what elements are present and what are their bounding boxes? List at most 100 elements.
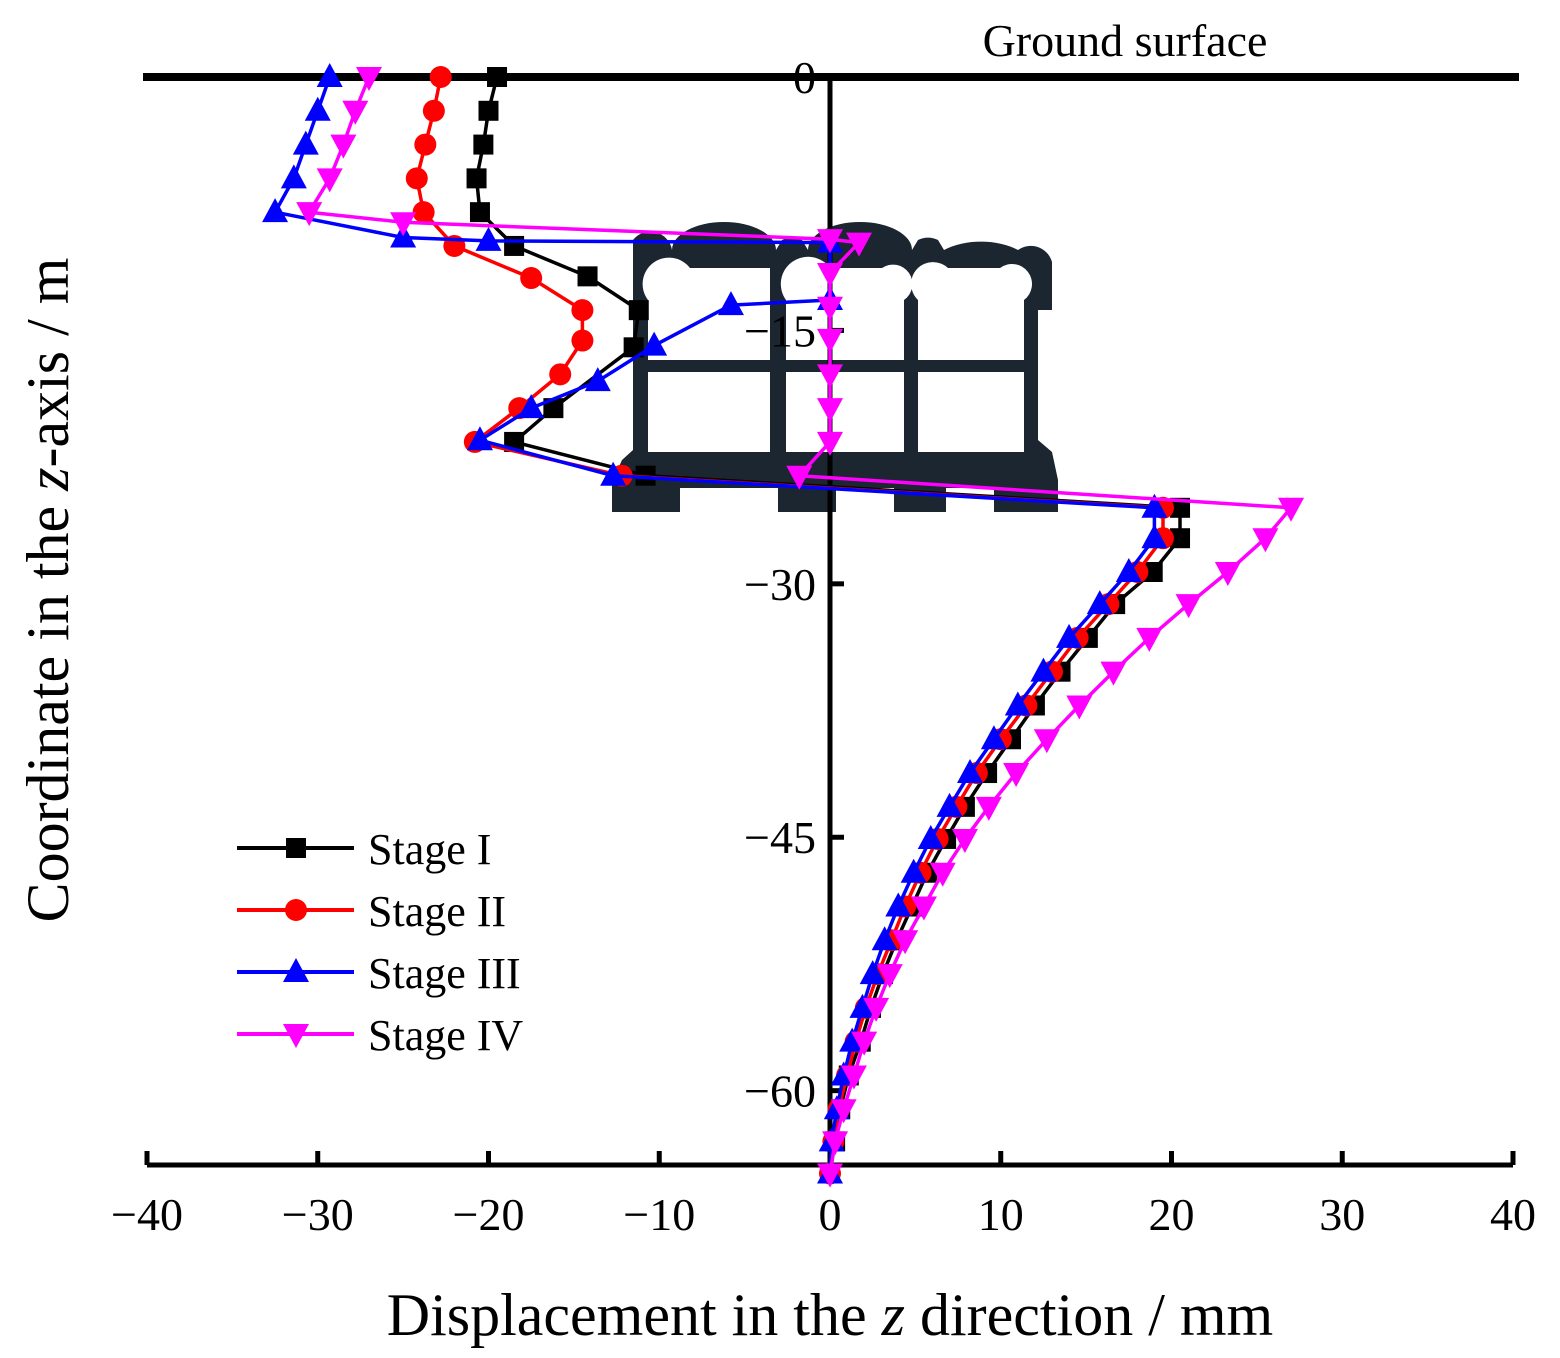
y-tick-label: −60 (744, 1066, 816, 1117)
y-tick-label: 0 (793, 52, 816, 103)
triangle-down-marker (817, 328, 843, 353)
legend-label: Stage II (368, 887, 506, 936)
triangle-down-marker (1175, 594, 1202, 619)
triangle-down-marker (1278, 497, 1305, 522)
square-marker (487, 67, 508, 87)
triangle-down-marker (1100, 661, 1127, 686)
y-tick-label: −15 (744, 305, 816, 356)
triangle-down-marker (863, 997, 890, 1022)
series-layer (262, 63, 1305, 1188)
triangle-up-marker (980, 725, 1007, 750)
series-4 (296, 67, 1305, 1188)
triangle-up-marker (717, 291, 744, 316)
y-tick-label: −45 (744, 812, 816, 863)
triangle-up-marker (475, 226, 502, 251)
triangle-down-marker (1214, 562, 1241, 587)
y-tick-label: −30 (744, 559, 816, 610)
circle-marker (412, 201, 435, 224)
triangle-up-marker (917, 824, 944, 849)
triangle-up-marker (1115, 558, 1142, 583)
triangle-up-marker (292, 130, 319, 155)
square-marker (628, 300, 649, 321)
triangle-down-marker (840, 1065, 867, 1090)
triangle-up-marker (859, 960, 886, 985)
legend-label: Stage IV (368, 1011, 523, 1060)
triangle-up-marker (280, 164, 307, 189)
circle-marker (285, 899, 307, 921)
square-marker (1170, 528, 1191, 549)
square-marker (469, 202, 490, 223)
triangle-up-marker (600, 461, 627, 486)
triangle-down-marker (342, 100, 369, 125)
triangle-down-marker (817, 229, 843, 254)
triangle-down-marker (929, 862, 956, 887)
triangle-down-marker (892, 930, 919, 955)
triangle-up-marker (262, 198, 289, 223)
square-marker (1170, 497, 1191, 518)
triangle-up-marker (466, 426, 493, 451)
circle-marker (414, 133, 437, 156)
x-tick-label: −10 (623, 1189, 695, 1240)
triangle-down-marker (817, 296, 843, 321)
triangle-down-marker (817, 262, 843, 287)
x-tick-label: 0 (819, 1189, 842, 1240)
triangle-up-marker (283, 958, 309, 982)
ground-surface-annotation: Ground surface (983, 15, 1268, 66)
triangle-down-marker (817, 364, 843, 389)
circle-marker (571, 329, 594, 352)
triangle-up-marker (1056, 623, 1083, 648)
triangle-down-marker (1252, 528, 1279, 553)
triangle-up-marker (839, 1027, 866, 1052)
triangle-up-marker (900, 858, 927, 883)
triangle-up-marker (1141, 493, 1168, 518)
triangle-down-marker (830, 1099, 857, 1124)
triangle-up-marker (584, 367, 611, 392)
triangle-up-marker (936, 792, 963, 817)
triangle-down-marker (330, 134, 357, 159)
triangle-down-marker (846, 232, 873, 257)
square-marker (473, 134, 494, 155)
triangle-up-marker (304, 96, 331, 121)
triangle-up-marker (518, 394, 545, 419)
circle-marker (405, 167, 428, 190)
square-marker (1142, 562, 1163, 583)
axis-labels: Displacement in the z direction / mm Coo… (15, 15, 1273, 1348)
square-marker (466, 168, 487, 189)
triangle-down-marker (817, 398, 843, 423)
circle-marker (422, 99, 445, 122)
square-marker (623, 337, 644, 358)
legend-label: Stage I (368, 825, 491, 874)
triangle-up-marker (641, 331, 668, 356)
triangle-down-marker (316, 168, 343, 193)
x-tick-label: −40 (111, 1189, 183, 1240)
triangle-down-marker (355, 67, 382, 91)
y-axis-title: Coordinate in the z-axis / m (15, 258, 81, 923)
x-tick-label: 20 (1149, 1189, 1195, 1240)
triangle-down-marker (851, 1031, 878, 1056)
x-axis-title: Displacement in the z direction / mm (387, 1282, 1273, 1348)
triangle-down-marker (817, 431, 843, 456)
square-marker (577, 266, 598, 287)
x-tick-label: −30 (282, 1189, 354, 1240)
square-marker (286, 838, 306, 858)
series-line (415, 76, 1165, 1174)
triangle-up-marker (316, 63, 343, 87)
triangle-down-marker (1066, 695, 1093, 720)
triangle-up-marker (1141, 524, 1168, 549)
x-tick-label: −20 (453, 1189, 525, 1240)
triangle-up-marker (885, 892, 912, 917)
triangle-down-marker (876, 964, 903, 989)
triangle-down-marker (1033, 729, 1060, 754)
triangle-down-marker (296, 202, 323, 227)
circle-marker (520, 267, 543, 290)
circle-marker (429, 66, 452, 88)
triangle-down-marker (975, 796, 1002, 821)
x-tick-label: 40 (1490, 1189, 1536, 1240)
triangle-down-marker (1003, 763, 1030, 788)
triangle-down-marker (1136, 627, 1163, 652)
square-marker (543, 398, 564, 419)
triangle-down-marker (910, 896, 937, 921)
triangle-down-marker (822, 1131, 849, 1156)
triangle-up-marker (1086, 590, 1113, 615)
